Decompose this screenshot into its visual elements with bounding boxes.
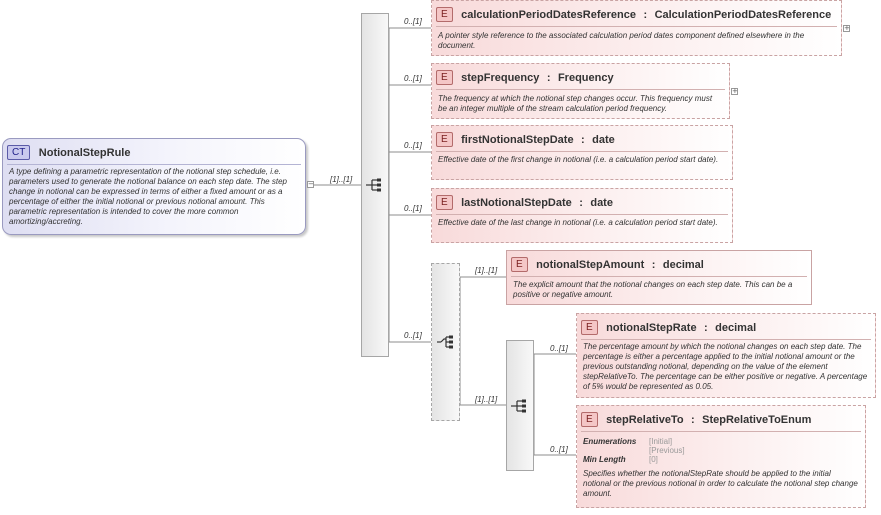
expand-icon[interactable]: + — [731, 87, 738, 95]
element-name: firstNotionalStepDate — [461, 133, 574, 146]
element-description: Specifies whether the notionalStepRate s… — [583, 469, 858, 498]
sequence-icon — [366, 178, 381, 192]
complex-type-name: NotionalStepRule — [38, 146, 131, 159]
type-separator: : — [651, 258, 656, 271]
complex-type-multiplicity: [1]..[1] — [330, 175, 353, 184]
element-badge: E — [436, 195, 453, 211]
divider — [436, 26, 837, 27]
element-notional-step-amount[interactable]: E notionalStepAmount : decimal The expli… — [506, 250, 812, 305]
element-multiplicity: 0..[1] — [404, 74, 422, 83]
element-description: Effective date of the first change in no… — [438, 155, 719, 164]
type-separator: : — [579, 196, 583, 209]
element-badge: E — [581, 320, 598, 336]
divider — [436, 151, 728, 152]
choice-icon — [436, 335, 453, 349]
enumerations-label: Enumerations — [583, 437, 637, 446]
element-name: stepFrequency — [461, 71, 540, 84]
element-multiplicity: 0..[1] — [550, 344, 568, 353]
type-separator: : — [704, 321, 708, 334]
min-length-label: Min Length — [583, 455, 626, 464]
element-type: date — [590, 196, 613, 209]
type-separator: : — [581, 133, 585, 146]
enumeration-value: [Initial] — [649, 437, 673, 446]
element-name: notionalStepAmount — [536, 258, 645, 271]
element-description: A pointer style reference to the associa… — [438, 31, 805, 50]
element-type: date — [592, 133, 615, 146]
element-calculation-period-dates-reference[interactable]: E calculationPeriodDatesReference : Calc… — [431, 0, 842, 56]
sequence-multiplicity: [1]..[1] — [475, 395, 498, 404]
element-name: calculationPeriodDatesReference — [461, 8, 636, 21]
element-multiplicity: [1]..[1] — [475, 266, 498, 275]
divider — [436, 214, 728, 215]
type-separator: : — [691, 413, 695, 426]
element-badge: E — [436, 70, 453, 86]
element-badge: E — [581, 412, 598, 428]
element-name: notionalStepRate — [606, 321, 697, 334]
element-badge: E — [511, 257, 528, 273]
enumeration-value: [Previous] — [649, 446, 685, 455]
element-type: decimal — [715, 321, 757, 334]
collapse-icon[interactable]: − — [307, 180, 314, 188]
divider — [7, 164, 301, 165]
element-name: stepRelativeTo — [606, 413, 684, 426]
element-description: The percentage amount by which the notio… — [583, 342, 868, 391]
inner-sequence-compositor[interactable] — [506, 340, 534, 471]
element-multiplicity: 0..[1] — [404, 141, 422, 150]
element-type: decimal — [662, 258, 704, 271]
element-description: The explicit amount that the notional ch… — [513, 280, 793, 299]
element-description: The frequency at which the notional step… — [438, 94, 713, 113]
expand-icon[interactable]: + — [843, 24, 850, 32]
element-multiplicity: 0..[1] — [404, 204, 422, 213]
choice-multiplicity: 0..[1] — [404, 331, 422, 340]
main-sequence-compositor[interactable] — [361, 13, 389, 357]
element-description: Effective date of the last change in not… — [438, 218, 718, 227]
element-multiplicity: 0..[1] — [550, 445, 568, 454]
element-badge: E — [436, 7, 453, 23]
element-type: CalculationPeriodDatesReference — [654, 8, 832, 21]
element-last-notional-step-date[interactable]: E lastNotionalStepDate : date Effective … — [431, 188, 733, 243]
facets-table: Enumerations [Initial] [Previous] Min Le… — [583, 437, 859, 464]
min-length-value: [0] — [649, 455, 658, 464]
element-notional-step-rate[interactable]: E notionalStepRate : decimal The percent… — [576, 313, 876, 398]
type-separator: : — [546, 71, 551, 84]
divider — [581, 339, 871, 340]
complex-type-description: A type defining a parametric representat… — [9, 167, 287, 226]
element-step-frequency[interactable]: E stepFrequency : Frequency The frequenc… — [431, 63, 730, 119]
divider — [581, 431, 861, 432]
sequence-icon — [511, 399, 526, 412]
element-type: StepRelativeToEnum — [702, 413, 812, 426]
element-multiplicity: 0..[1] — [404, 17, 422, 26]
element-step-relative-to[interactable]: E stepRelativeTo : StepRelativeToEnum En… — [576, 405, 866, 508]
type-separator: : — [643, 8, 648, 21]
complex-type-notional-step-rule[interactable]: CT NotionalStepRule A type defining a pa… — [2, 138, 306, 235]
element-name: lastNotionalStepDate — [461, 196, 572, 209]
choice-compositor[interactable] — [431, 263, 460, 421]
element-type: Frequency — [557, 71, 614, 84]
complex-type-badge: CT — [7, 145, 31, 161]
element-first-notional-step-date[interactable]: E firstNotionalStepDate : date Effective… — [431, 125, 733, 180]
divider — [511, 276, 807, 277]
divider — [436, 89, 725, 90]
element-badge: E — [436, 132, 453, 148]
